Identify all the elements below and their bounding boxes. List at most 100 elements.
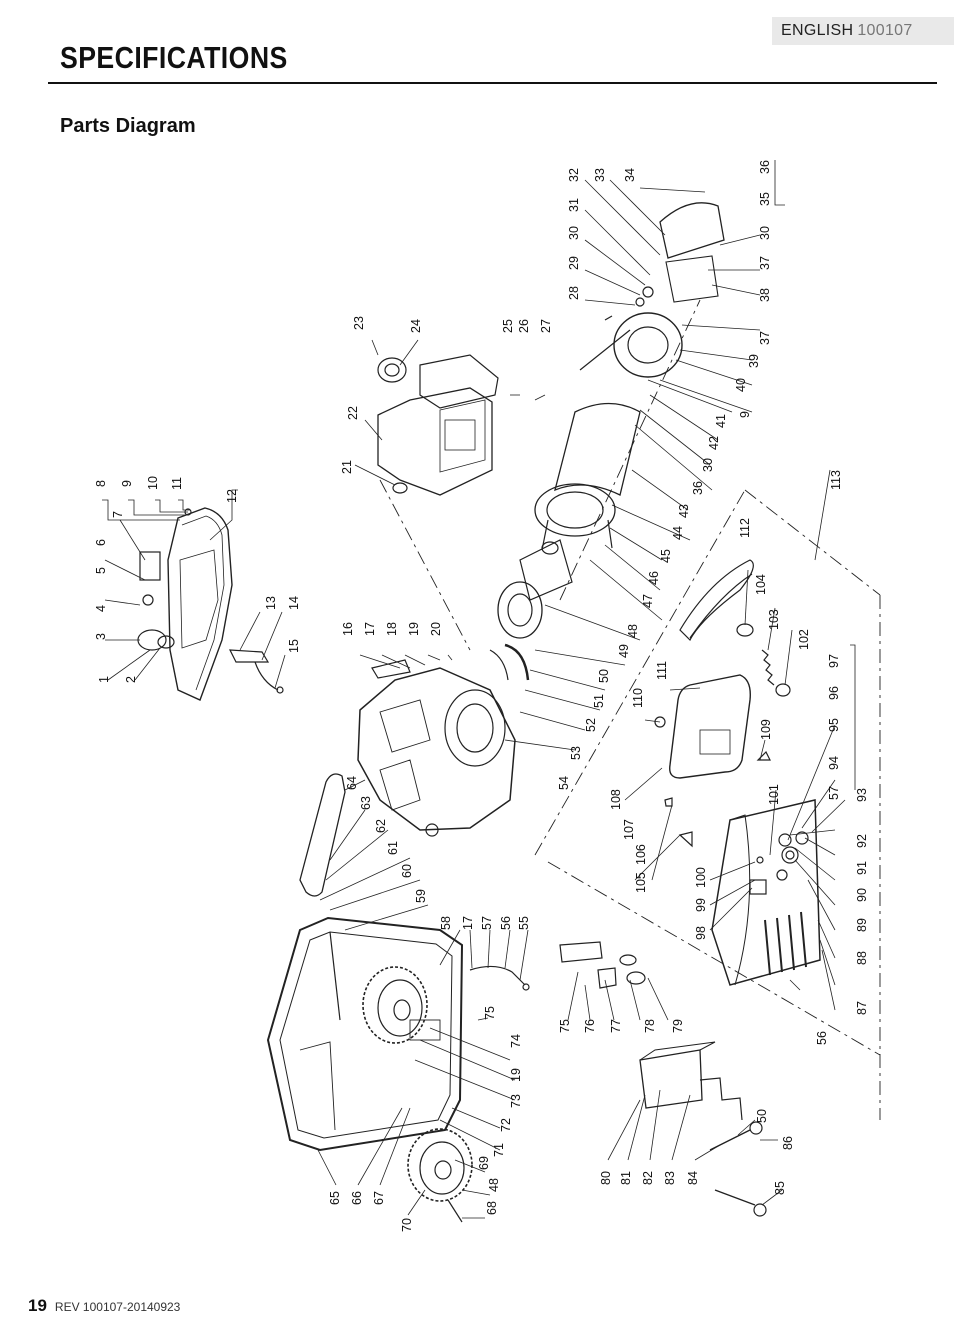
part-label-19b: 19 xyxy=(509,1068,523,1082)
part-label-28: 28 xyxy=(567,286,581,300)
part-label-37a: 37 xyxy=(758,256,772,270)
part-label-57b: 57 xyxy=(827,786,841,800)
part-label-64: 64 xyxy=(345,776,359,790)
part-label-112: 112 xyxy=(738,518,752,538)
battery-strap xyxy=(699,1077,743,1121)
part-label-66: 66 xyxy=(350,1191,364,1205)
part-label-54: 54 xyxy=(557,776,571,790)
part-label-67: 67 xyxy=(372,1191,386,1205)
part-label-19a: 19 xyxy=(407,622,421,636)
part-label-29: 29 xyxy=(567,256,581,270)
small-parts xyxy=(654,716,771,848)
part-label-76: 76 xyxy=(583,1019,597,1033)
part-label-7: 7 xyxy=(111,511,125,518)
part-label-113: 113 xyxy=(829,470,843,490)
part-label-2: 2 xyxy=(124,676,138,683)
part-label-85: 85 xyxy=(773,1181,787,1195)
part-label-86: 86 xyxy=(781,1136,795,1150)
handle xyxy=(299,773,346,897)
muffler-assembly xyxy=(377,354,499,496)
part-label-108: 108 xyxy=(609,789,623,810)
part-label-83: 83 xyxy=(663,1171,677,1185)
part-label-60: 60 xyxy=(400,864,414,878)
part-label-16: 16 xyxy=(341,622,355,636)
part-label-30a: 30 xyxy=(567,226,581,240)
part-label-73: 73 xyxy=(509,1094,523,1108)
part-label-53: 53 xyxy=(569,746,583,760)
handle-grip xyxy=(679,559,754,642)
part-label-100: 100 xyxy=(694,867,708,888)
part-label-56a: 56 xyxy=(499,916,513,930)
part-label-47: 47 xyxy=(641,594,655,608)
part-label-49: 49 xyxy=(617,644,631,658)
rotor xyxy=(497,539,573,639)
part-label-36a: 36 xyxy=(758,160,772,174)
part-label-79: 79 xyxy=(671,1019,685,1033)
part-label-34: 34 xyxy=(623,168,637,182)
bracket xyxy=(559,941,646,989)
part-label-88: 88 xyxy=(855,951,869,965)
cover-panel xyxy=(669,674,751,779)
part-label-75a: 75 xyxy=(483,1006,497,1020)
part-label-62: 62 xyxy=(374,819,388,833)
part-label-46: 46 xyxy=(647,571,661,585)
model-number: 100107 xyxy=(857,22,913,39)
part-label-95: 95 xyxy=(827,718,841,732)
part-label-40: 40 xyxy=(734,378,748,392)
part-label-74: 74 xyxy=(509,1034,523,1048)
wheel-lower xyxy=(407,1128,473,1223)
part-label-75b: 75 xyxy=(558,1019,572,1033)
part-label-24: 24 xyxy=(409,319,423,333)
part-label-9: 9 xyxy=(120,480,134,487)
part-label-13: 13 xyxy=(264,596,278,610)
part-label-69: 69 xyxy=(477,1156,491,1170)
part-label-82: 82 xyxy=(641,1171,655,1185)
part-label-107: 107 xyxy=(622,819,636,840)
part-label-56b: 56 xyxy=(815,1031,829,1045)
part-label-63: 63 xyxy=(359,796,373,810)
part-label-72: 72 xyxy=(499,1118,513,1132)
part-label-3: 3 xyxy=(94,633,108,640)
part-label-101: 101 xyxy=(767,784,781,805)
part-label-4: 4 xyxy=(94,605,108,612)
part-label-38: 38 xyxy=(758,288,772,302)
part-label-93: 93 xyxy=(855,788,869,802)
part-label-44: 44 xyxy=(671,526,685,540)
wheel-upper xyxy=(362,966,428,1044)
part-label-15: 15 xyxy=(287,639,301,653)
part-label-48a: 48 xyxy=(626,624,640,638)
part-label-98: 98 xyxy=(694,926,708,940)
part-label-84: 84 xyxy=(686,1171,700,1185)
part-label-20: 20 xyxy=(429,622,443,636)
part-label-10: 10 xyxy=(146,476,160,490)
part-label-97: 97 xyxy=(827,654,841,668)
part-label-17a: 17 xyxy=(363,622,377,636)
part-label-77: 77 xyxy=(609,1019,623,1033)
engine xyxy=(357,643,530,837)
part-label-70: 70 xyxy=(400,1218,414,1232)
battery-cables xyxy=(709,1121,767,1217)
part-label-50b: 50 xyxy=(755,1109,769,1123)
part-label-9b: 9 xyxy=(738,411,752,418)
part-label-11: 11 xyxy=(170,477,184,490)
part-label-17b: 17 xyxy=(461,916,475,930)
spring xyxy=(736,623,791,697)
end-housing xyxy=(579,312,683,378)
part-label-33: 33 xyxy=(593,168,607,182)
part-label-89: 89 xyxy=(855,918,869,932)
rear-cover xyxy=(635,202,725,307)
part-label-43: 43 xyxy=(677,504,691,518)
fuel-valve xyxy=(228,649,284,694)
part-label-30b: 30 xyxy=(758,226,772,240)
part-label-45: 45 xyxy=(659,549,673,563)
section-title: Parts Diagram xyxy=(60,115,196,137)
part-label-6: 6 xyxy=(94,539,108,546)
part-label-92: 92 xyxy=(855,834,869,848)
part-label-55: 55 xyxy=(517,916,531,930)
part-label-78: 78 xyxy=(643,1019,657,1033)
ground-wire xyxy=(469,965,530,991)
part-label-39: 39 xyxy=(747,354,761,368)
part-label-105: 105 xyxy=(634,872,648,893)
